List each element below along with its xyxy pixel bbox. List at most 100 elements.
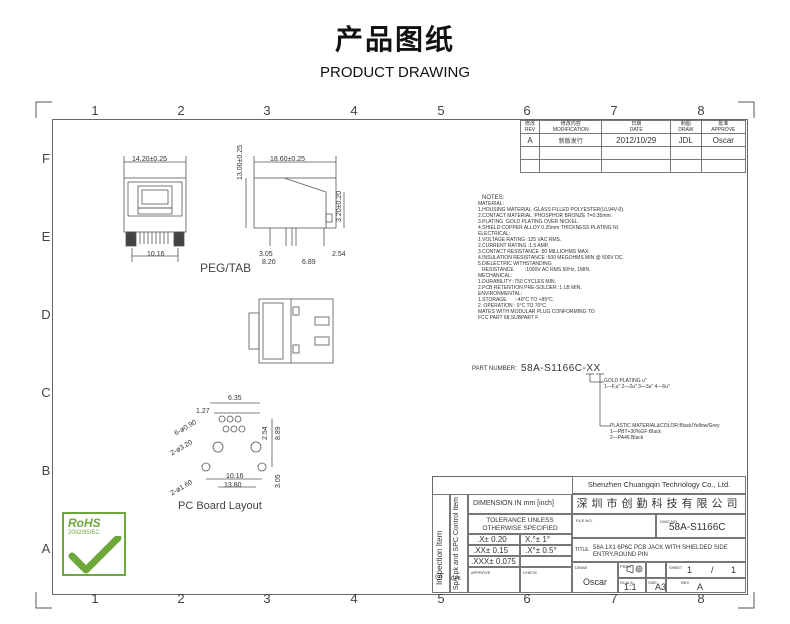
zone-col-8-bottom: 8 xyxy=(697,591,705,606)
pcb-dim-127: 1.27 xyxy=(196,408,210,415)
sheet-total: 1 xyxy=(731,565,737,575)
color-option-1: 1—PBT+30%GF Black xyxy=(610,429,661,435)
rev-label: REV xyxy=(681,580,690,585)
scale-cell: SCALE 1:1 xyxy=(618,578,646,593)
zone-col-7: 7 xyxy=(610,103,618,118)
zone-row-b: B xyxy=(41,463,51,478)
date-header: DATE xyxy=(629,127,643,133)
draw-header: DRAW xyxy=(678,127,694,133)
rev-cell: REV A xyxy=(666,578,746,593)
dim-side-d: 2.54 xyxy=(332,251,346,258)
note-line: MATES WITH MODULAR PLUG CONFORMING TO xyxy=(478,309,595,315)
dim-side-length: 18.60±0.25 xyxy=(270,156,305,163)
dim-side-height: 13.00±0.25 xyxy=(237,145,244,180)
projection-symbol-icon xyxy=(626,565,643,573)
size-value: A3 xyxy=(655,582,667,592)
pcb-dim-889: 8.89 xyxy=(275,426,282,440)
dwg-no-cell: DWG NO. 58A-S1166C xyxy=(656,514,746,538)
pcb-dim-635: 6.35 xyxy=(228,395,242,402)
dim-front-width: 14.20±0.25 xyxy=(132,156,167,163)
zone-col-3-bottom: 3 xyxy=(263,591,271,606)
tol-xx: .XX± 0.15 xyxy=(468,545,520,556)
check-cell: CHECK xyxy=(520,567,572,593)
note-line: 2.CURRENT RATING :1.5 AMP. xyxy=(478,243,549,249)
note-line: FCC PART 68,SUBPART F. xyxy=(478,315,540,321)
tol-empty xyxy=(520,556,572,567)
draw-name: Oscar xyxy=(583,577,608,587)
pcb-dim-305: 3.05 xyxy=(275,474,282,488)
approve-value: Oscar xyxy=(700,133,747,147)
note-line: 4.INSULATION RESISTANCE :500 MEGOHMS MIN… xyxy=(478,255,624,261)
dimension-unit: DIMENSION IN mm [inch] xyxy=(468,494,572,514)
dwg-no-label: DWG NO. xyxy=(660,519,678,524)
rohs-date: 2002/95/EC xyxy=(68,530,100,536)
zone-col-6: 6 xyxy=(523,103,531,118)
side-view-drawing xyxy=(245,156,345,246)
tol-xxx: .XXX± 0.075 xyxy=(468,556,520,567)
note-line: 4.SHIELD:COPPER ALLOY 0.20mm THICKNESS P… xyxy=(478,225,620,231)
spc-label-cell: Sp/Cpk and SPC Control Item xyxy=(450,494,468,593)
note-line: ELECTRICAL: xyxy=(478,231,511,237)
dwg-no-value: 58A-S1166C xyxy=(669,522,726,533)
note-line: 3.CONTACT RESISTANCE :50 MILLIOHMS MAX. xyxy=(478,249,590,255)
zone-col-3: 3 xyxy=(263,103,271,118)
color-title: PLASTIC MATERIAL&COLOR:Black/Yellow/Grey xyxy=(610,423,720,429)
zone-col-4: 4 xyxy=(350,103,358,118)
zone-col-5-bottom: 5 xyxy=(437,591,445,606)
rev-header-cn: 修改 xyxy=(524,121,535,127)
plating-title: GOLD PLATING u" xyxy=(604,378,647,384)
draw-header-cn: 制图 xyxy=(680,121,691,127)
rev-value: A xyxy=(697,582,704,592)
peg-tab-label: PEG/TAB xyxy=(200,261,252,275)
color-option-2: 2—PA46 Black xyxy=(610,435,644,441)
note-line: ENVIRONMENTAL: xyxy=(478,291,523,297)
rohs-text: RoHS xyxy=(68,516,101,530)
approve-header-cn: 批准 xyxy=(718,121,729,127)
dim-side-c: 6.89 xyxy=(302,259,316,266)
note-line: 5.DIELECTRIC WITHSTANDING xyxy=(478,261,552,267)
file-no-label: FILE NO. xyxy=(572,514,656,538)
note-line: 1.VOLTAGE RATING :125 VAC RMS. xyxy=(478,237,562,243)
proj-cell: PROJ. xyxy=(618,562,646,578)
mod-header-cn: 修改内容 xyxy=(560,121,581,127)
date-header-cn: 日期 xyxy=(631,121,642,127)
tol-ang2: .X°± 0.5° xyxy=(520,545,572,556)
front-view-drawing xyxy=(123,156,187,262)
pcb-dim-1380: 13.80 xyxy=(224,482,242,489)
cpk-mark: CPK xyxy=(451,576,461,582)
part-number-label: PART NUMBER: xyxy=(472,366,517,372)
inspection-label-cell: Inspection Item xyxy=(432,494,450,593)
notes-block: NOTES: MATERIAL: 1.HOUSING MATERIAL :GLA… xyxy=(478,195,728,321)
rev-header: REV xyxy=(524,127,536,133)
zone-col-2-bottom: 2 xyxy=(177,591,185,606)
note-line: 1.STORAGE :-40°C TO +85°C. xyxy=(478,297,555,303)
date-value: 2012/10/29 xyxy=(601,133,671,147)
proj-label: PROJ. xyxy=(620,564,632,569)
zone-row-f: F xyxy=(42,151,50,166)
zone-row-d: D xyxy=(41,307,51,322)
part-number-leaders xyxy=(586,373,610,427)
scale-label: SCALE xyxy=(620,580,634,585)
draw-cell: DRAW Oscar xyxy=(572,562,618,593)
zone-col-8: 8 xyxy=(697,103,705,118)
sheet-separator: / xyxy=(711,565,714,575)
rev-value: A xyxy=(520,133,540,147)
note-line: MATERIAL: xyxy=(478,201,505,207)
title-cell: TITLE 58A 1X1 6P6C PCB JACK WITH SHIELDE… xyxy=(572,538,746,562)
page-title-cn: 产品图纸 xyxy=(334,23,455,56)
tolerance-title: TOLERANCE UNLESS OTHERWISE SPECIFIED xyxy=(468,514,572,534)
note-line: 2.PCB RETENTION PRE-SOLDER :1 LB MIN. xyxy=(478,285,582,291)
note-line: 2.CONTACT MATERIAL :PHOSPHOR BRONZE T=0.… xyxy=(478,213,613,219)
modification-value: 新版发行 xyxy=(538,133,603,147)
zone-col-2: 2 xyxy=(177,103,185,118)
note-line: 1.HOUSING MATERIAL :GLASS FILLED POLYEST… xyxy=(478,207,625,213)
title-label: TITLE xyxy=(575,547,589,553)
sheet-cell: SHEET 1 / 1 xyxy=(666,562,746,578)
plating-options: 1—F,u" 2—2u" 3—3u" 4—6u" xyxy=(604,384,670,390)
pcb-layout-drawing xyxy=(201,402,273,488)
dim-side-right-height: 3.20±0.20 xyxy=(336,190,343,222)
approve-header: APPROVE xyxy=(711,127,736,133)
mark-icon: ◎ xyxy=(435,572,443,582)
